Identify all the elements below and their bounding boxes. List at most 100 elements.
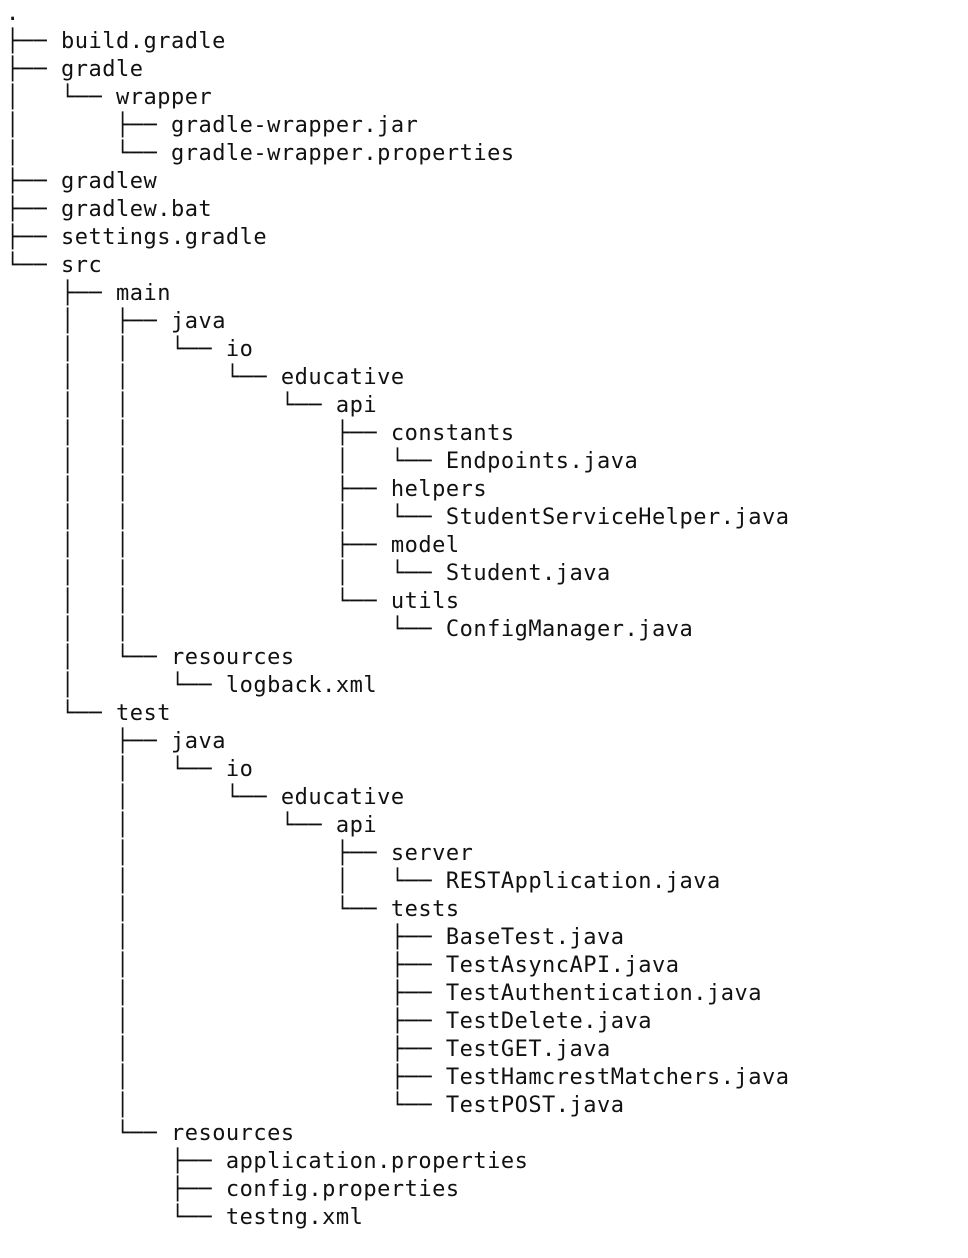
directory-name: io — [225, 757, 254, 782]
tree-directory: │ │ └── io — [6, 336, 789, 364]
file-name: RESTApplication.java — [445, 869, 721, 894]
file-name: TestGET.java — [445, 1037, 611, 1062]
directory-name: gradle — [60, 57, 144, 82]
file-name: gradle-wrapper.properties — [170, 141, 515, 166]
root-label: . — [6, 1, 20, 26]
directory-name: java — [170, 729, 226, 754]
directory-name: java — [170, 309, 226, 334]
tree-directory: │ └── educative — [6, 784, 789, 812]
tree-directory: └── src — [6, 252, 789, 280]
tree-directory: ├── java — [6, 728, 789, 756]
tree-connector: │ ├── — [6, 1065, 446, 1090]
tree-connector: │ └── — [6, 1093, 446, 1118]
tree-file: │ │ │ └── Student.java — [6, 560, 789, 588]
tree-file: ├── build.gradle — [6, 28, 789, 56]
file-name: testng.xml — [225, 1205, 364, 1230]
tree-connector: └── — [6, 1205, 226, 1230]
tree-file: │ │ └── RESTApplication.java — [6, 868, 789, 896]
tree-directory: │ ├── server — [6, 840, 789, 868]
tree-directory: │ │ └── educative — [6, 364, 789, 392]
tree-file: │ ├── TestAsyncAPI.java — [6, 952, 789, 980]
tree-connector: ├── — [6, 57, 61, 82]
directory-name: helpers — [390, 477, 488, 502]
tree-connector: │ └── — [6, 897, 391, 922]
tree-directory: │ │ ├── constants — [6, 420, 789, 448]
tree-file: └── testng.xml — [6, 1204, 789, 1232]
directory-name: resources — [170, 1121, 295, 1146]
tree-file: │ ├── TestDelete.java — [6, 1008, 789, 1036]
tree-connector: │ ├── — [6, 841, 391, 866]
directory-name: api — [335, 813, 378, 838]
tree-directory: ├── main — [6, 280, 789, 308]
file-name: gradlew — [60, 169, 158, 194]
tree-file: ├── gradlew — [6, 168, 789, 196]
tree-connector: └── — [6, 253, 61, 278]
directory-name: model — [390, 533, 460, 558]
tree-directory: │ └── io — [6, 756, 789, 784]
tree-connector: ├── — [6, 729, 171, 754]
tree-file: │ └── gradle-wrapper.properties — [6, 140, 789, 168]
tree-connector: │ └── — [6, 757, 226, 782]
file-name: TestPOST.java — [445, 1093, 625, 1118]
tree-connector: │ ├── — [6, 309, 171, 334]
file-name: TestAuthentication.java — [445, 981, 762, 1006]
file-name: settings.gradle — [60, 225, 268, 250]
tree-connector: │ ├── — [6, 925, 446, 950]
directory-tree: .├── build.gradle├── gradle│ └── wrapper… — [6, 0, 789, 1232]
tree-directory: │ └── api — [6, 812, 789, 840]
tree-directory: │ ├── java — [6, 308, 789, 336]
tree-file: │ └── TestPOST.java — [6, 1092, 789, 1120]
file-name: Endpoints.java — [445, 449, 639, 474]
tree-connector: │ ├── — [6, 1009, 446, 1034]
tree-connector: │ │ │ └── — [6, 505, 446, 530]
tree-directory: │ │ └── utils — [6, 588, 789, 616]
tree-directory: │ │ └── api — [6, 392, 789, 420]
tree-connector: ├── — [6, 225, 61, 250]
tree-connector: │ └── — [6, 85, 116, 110]
tree-connector: │ │ └── — [6, 365, 281, 390]
tree-file: │ ├── TestHamcrestMatchers.java — [6, 1064, 789, 1092]
directory-name: utils — [390, 589, 460, 614]
tree-directory: ├── gradle — [6, 56, 789, 84]
directory-name: educative — [280, 785, 405, 810]
tree-connector: │ └── — [6, 785, 281, 810]
tree-connector: │ └── — [6, 673, 226, 698]
tree-connector: ├── — [6, 29, 61, 54]
tree-file: │ └── logback.xml — [6, 672, 789, 700]
file-name: gradlew.bat — [60, 197, 213, 222]
tree-file: │ ├── gradle-wrapper.jar — [6, 112, 789, 140]
file-name: TestAsyncAPI.java — [445, 953, 680, 978]
tree-directory: │ └── resources — [6, 644, 789, 672]
file-name: application.properties — [225, 1149, 529, 1174]
file-name: TestDelete.java — [445, 1009, 653, 1034]
tree-directory: │ │ ├── model — [6, 532, 789, 560]
directory-name: src — [60, 253, 103, 278]
tree-file: │ ├── BaseTest.java — [6, 924, 789, 952]
tree-connector: └── — [6, 1121, 171, 1146]
file-name: gradle-wrapper.jar — [170, 113, 419, 138]
tree-connector: │ ├── — [6, 953, 446, 978]
directory-name: educative — [280, 365, 405, 390]
file-name: Student.java — [445, 561, 611, 586]
tree-file: │ │ │ └── StudentServiceHelper.java — [6, 504, 789, 532]
tree-connector: │ │ ├── — [6, 421, 391, 446]
file-name: config.properties — [225, 1177, 460, 1202]
tree-directory: └── test — [6, 700, 789, 728]
directory-name: wrapper — [115, 85, 213, 110]
directory-name: api — [335, 393, 378, 418]
file-name: build.gradle — [60, 29, 226, 54]
tree-connector: ├── — [6, 1149, 226, 1174]
tree-connector: │ │ ├── — [6, 533, 391, 558]
tree-connector: ├── — [6, 169, 61, 194]
tree-connector: │ └── — [6, 141, 171, 166]
tree-connector: │ ├── — [6, 1037, 446, 1062]
tree-file: ├── gradlew.bat — [6, 196, 789, 224]
tree-file: ├── config.properties — [6, 1176, 789, 1204]
tree-connector: ├── — [6, 1177, 226, 1202]
file-name: TestHamcrestMatchers.java — [445, 1065, 790, 1090]
tree-connector: │ │ └── — [6, 869, 446, 894]
directory-name: test — [115, 701, 171, 726]
tree-connector: │ │ │ └── — [6, 561, 446, 586]
directory-name: tests — [390, 897, 460, 922]
tree-directory: │ └── tests — [6, 896, 789, 924]
